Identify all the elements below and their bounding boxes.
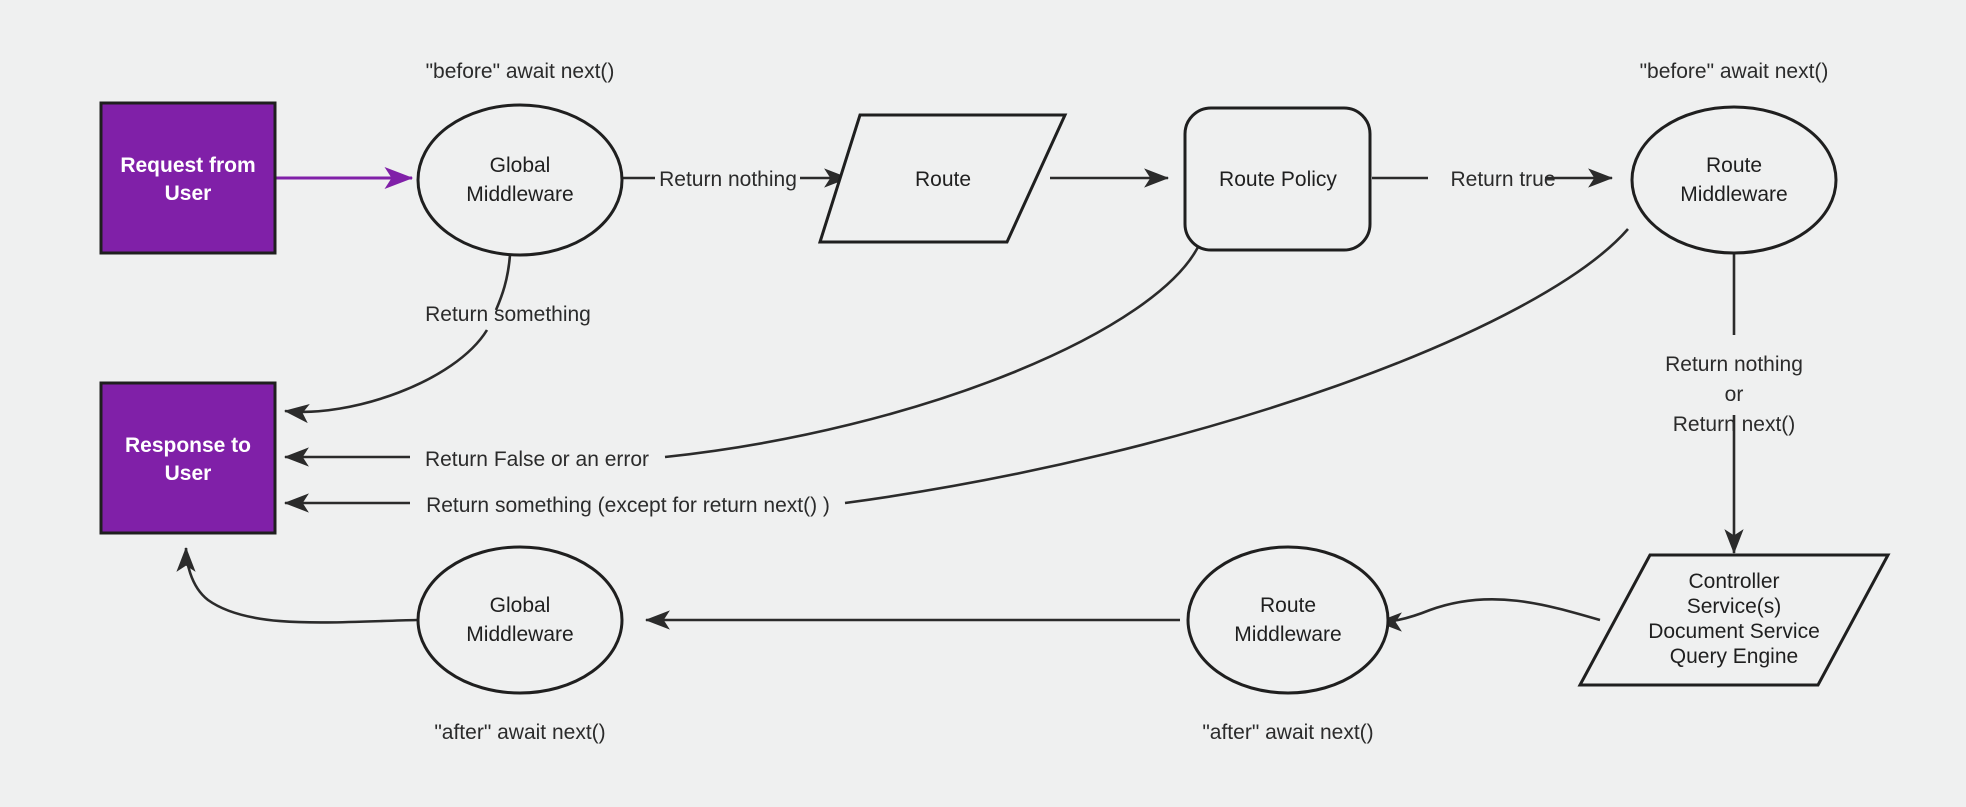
node-route-policy[interactable]: Route Policy bbox=[1183, 106, 1372, 252]
controller-label-line1: Controller bbox=[1688, 570, 1779, 593]
edge-label-return-nothing-or-next-line3: Return next() bbox=[1673, 413, 1796, 436]
node-global-middleware-bottom[interactable]: Global Middleware bbox=[416, 545, 624, 695]
annotation-after-global-middleware: "after" await next() bbox=[434, 721, 605, 744]
request-from-user-label-line2: User bbox=[165, 182, 212, 205]
edge-label-return-true: Return true bbox=[1450, 168, 1555, 191]
route-middleware-top-label-line1: Route bbox=[1706, 154, 1762, 177]
edge-label-return-false-or-error: Return False or an error bbox=[425, 448, 649, 471]
edge-label-return-something-global: Return something bbox=[425, 303, 591, 326]
global-middleware-bottom-label-line1: Global bbox=[490, 594, 551, 617]
node-response-to-user[interactable]: Response to User bbox=[99, 381, 277, 535]
controller-label-line3: Document Service bbox=[1648, 620, 1820, 643]
global-middleware-top-label-line2: Middleware bbox=[466, 183, 573, 206]
node-route-middleware-top[interactable]: Route Middleware bbox=[1630, 105, 1838, 255]
route-policy-label: Route Policy bbox=[1219, 168, 1337, 191]
annotation-after-route-middleware: "after" await next() bbox=[1202, 721, 1373, 744]
node-request-from-user[interactable]: Request from User bbox=[99, 101, 277, 255]
annotation-before-global-middleware: "before" await next() bbox=[426, 60, 615, 83]
edge-label-return-nothing: Return nothing bbox=[659, 168, 797, 191]
annotation-before-route-middleware: "before" await next() bbox=[1640, 60, 1829, 83]
edge-label-return-something-except-next: Return something (except for return next… bbox=[426, 494, 830, 517]
node-global-middleware-top[interactable]: Global Middleware bbox=[416, 103, 624, 257]
route-label: Route bbox=[915, 168, 971, 191]
edge-route-policy-to-response bbox=[283, 242, 1202, 467]
global-middleware-bottom-label-line2: Middleware bbox=[466, 623, 573, 646]
request-from-user-label-line1: Request from bbox=[120, 154, 255, 177]
route-middleware-bottom-label-line2: Middleware bbox=[1234, 623, 1341, 646]
controller-label-line4: Query Engine bbox=[1670, 645, 1798, 668]
node-route-middleware-bottom[interactable]: Route Middleware bbox=[1186, 545, 1390, 695]
edge-route-middleware-to-response bbox=[283, 228, 1629, 513]
route-middleware-bottom-label-line1: Route bbox=[1260, 594, 1316, 617]
edge-label-return-nothing-or-next-line1: Return nothing bbox=[1665, 353, 1803, 376]
edge-global-middleware-bottom-to-response bbox=[176, 546, 418, 624]
route-middleware-top-label-line2: Middleware bbox=[1680, 183, 1787, 206]
controller-label-line2: Service(s) bbox=[1687, 595, 1782, 618]
node-controller-services[interactable]: Controller Service(s) Document Service Q… bbox=[1577, 553, 1891, 687]
response-to-user-label-line2: User bbox=[165, 462, 212, 485]
edge-controller-to-route-middleware-bottom bbox=[1376, 597, 1601, 632]
response-to-user-label-line1: Response to bbox=[125, 434, 251, 457]
edge-global-middleware-to-response bbox=[283, 254, 512, 424]
global-middleware-top-label-line1: Global bbox=[490, 154, 551, 177]
edge-label-return-nothing-or-next-line2: or bbox=[1725, 383, 1744, 406]
node-route[interactable]: Route bbox=[817, 113, 1068, 244]
